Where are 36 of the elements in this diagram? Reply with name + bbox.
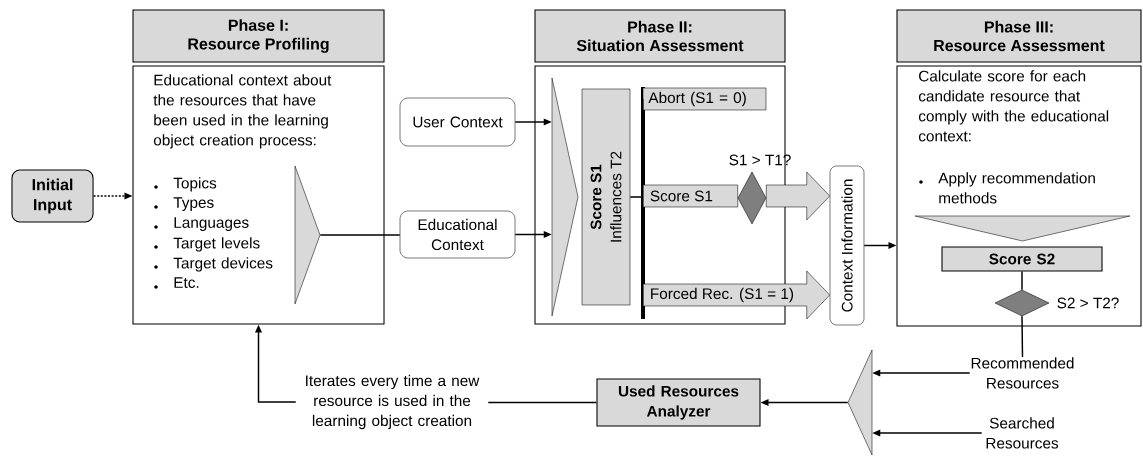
score-box: Score S1 Influences T2 xyxy=(581,88,631,306)
bullet-item: Types xyxy=(154,197,214,211)
block-arrow xyxy=(766,171,830,221)
bullet-item: Etc. xyxy=(154,277,199,289)
connector xyxy=(487,401,598,404)
connector xyxy=(1021,315,1024,358)
phase-header: Phase II: Situation Assessment xyxy=(534,9,786,63)
funnel-triangle xyxy=(847,349,873,456)
bullet-item: Apply recommendation methods xyxy=(919,172,1095,204)
outcome-box: Abort (S1 = 0) xyxy=(642,87,767,111)
resource-text: Recommended Resources xyxy=(971,357,1074,389)
phase-panel xyxy=(132,65,385,325)
connector xyxy=(319,234,401,236)
input-box: Initial Input xyxy=(11,169,94,223)
context-box: User Context xyxy=(399,97,516,147)
description-text: Educational context about the resources that have been used in the learning object creation process: xyxy=(153,74,332,149)
funnel-triangle xyxy=(294,165,321,305)
condition-label: S2 > T2? xyxy=(1057,297,1119,309)
bullet-item: Topics xyxy=(154,177,217,192)
edge-label: Score S1 xyxy=(648,189,715,203)
bullet-item: Languages xyxy=(154,217,249,231)
phase-header: Phase I: Resource Profiling xyxy=(132,9,385,63)
connector xyxy=(629,98,644,198)
phase-panel xyxy=(896,65,1142,327)
context-box: Educational Context xyxy=(399,210,516,259)
score-box: Score S2 xyxy=(941,246,1103,272)
phase-header: Phase III: Resource Assessment xyxy=(896,9,1142,63)
context-box: Context Information xyxy=(829,165,865,326)
note-text: Iterates every time a new resource is used in the learning object creation xyxy=(306,374,480,430)
description-text: Calculate score for each candidate resource that comply with the educational context: xyxy=(918,70,1109,142)
bullet-item: Target devices xyxy=(154,257,273,272)
analyzer-box: Used Resources Analyzer xyxy=(596,378,761,427)
bullet-item: Target levels xyxy=(154,237,260,252)
connector xyxy=(1021,270,1023,291)
resource-text: Searched Resources xyxy=(986,417,1059,449)
condition-label: S1 > T1? xyxy=(729,154,791,166)
